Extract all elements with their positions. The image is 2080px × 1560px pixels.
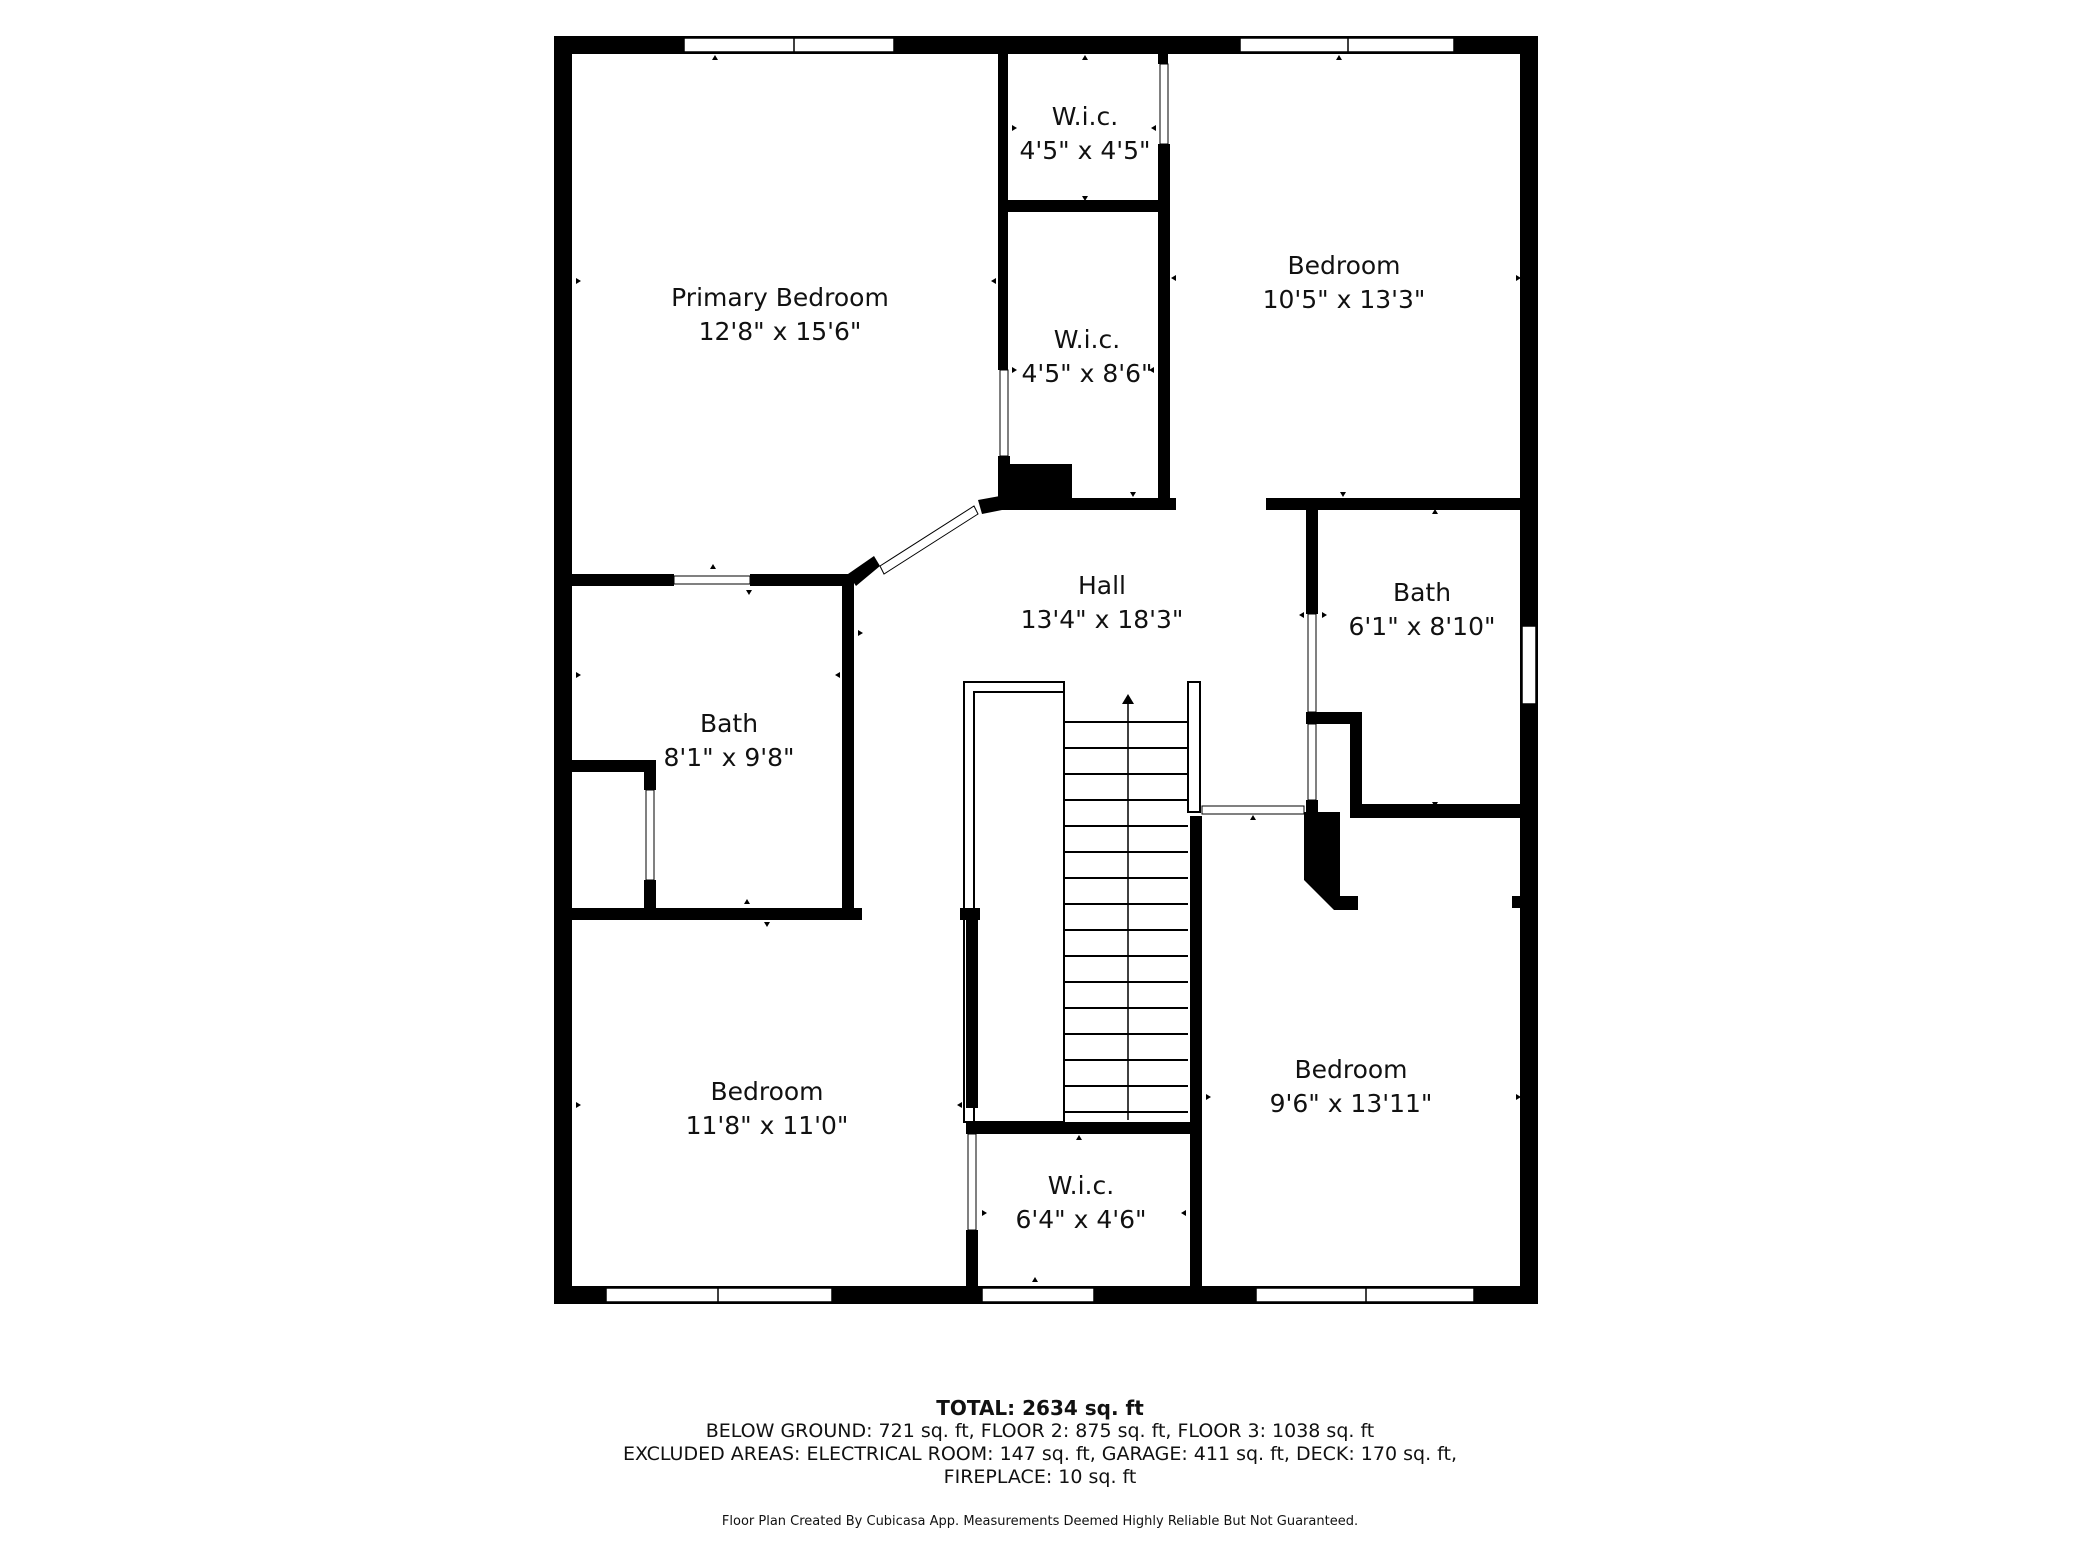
outer-wall-left bbox=[554, 36, 572, 1304]
wic-top-name: W.i.c. bbox=[1052, 102, 1118, 131]
wall bbox=[842, 574, 854, 920]
wall bbox=[1512, 896, 1520, 908]
wall bbox=[966, 908, 978, 1108]
dimension-markers bbox=[576, 55, 1521, 1282]
bath-right-dims: 6'1" x 8'10" bbox=[1349, 612, 1496, 641]
window bbox=[605, 1287, 833, 1303]
wic-bottom-dims: 6'4" x 4'6" bbox=[1015, 1205, 1146, 1234]
bedroom-bottom-right-name: Bedroom bbox=[1294, 1055, 1407, 1084]
doorway bbox=[999, 369, 1009, 457]
window bbox=[1239, 37, 1455, 53]
stair-treads bbox=[1064, 721, 1188, 1113]
stair-landing bbox=[973, 691, 1065, 1123]
room-labels: Primary Bedroom 12'8" x 15'6" W.i.c. 4'5… bbox=[663, 102, 1495, 1234]
stair-direction-arrow bbox=[1122, 694, 1134, 704]
wall bbox=[1004, 200, 1166, 212]
doorway bbox=[1307, 723, 1317, 801]
primary-bedroom-dims: 12'8" x 15'6" bbox=[699, 317, 862, 346]
doorway bbox=[1159, 63, 1169, 145]
doorway bbox=[1307, 613, 1317, 713]
stair-landing-rail bbox=[963, 681, 1065, 1123]
wall bbox=[1350, 712, 1362, 812]
window bbox=[683, 37, 895, 53]
doorway bbox=[967, 1133, 977, 1231]
bedroom-top-right-name: Bedroom bbox=[1287, 251, 1400, 280]
stair-rail-right bbox=[1187, 681, 1201, 813]
wic-top-dims: 4'5" x 4'5" bbox=[1019, 136, 1150, 165]
total-area: TOTAL: 2634 sq. ft bbox=[936, 1396, 1144, 1420]
wall bbox=[572, 760, 656, 772]
stairs bbox=[963, 681, 1201, 1123]
bath-left-dims: 8'1" x 9'8" bbox=[663, 743, 794, 772]
doorway bbox=[879, 505, 979, 575]
floor-areas: BELOW GROUND: 721 sq. ft, FLOOR 2: 875 s… bbox=[705, 1420, 1375, 1442]
doorway bbox=[645, 789, 655, 881]
window bbox=[1521, 625, 1537, 705]
window bbox=[1255, 1287, 1475, 1303]
wall bbox=[1306, 800, 1318, 814]
wic-middle-dims: 4'5" x 8'6" bbox=[1021, 359, 1152, 388]
primary-bedroom-name: Primary Bedroom bbox=[671, 283, 889, 312]
excluded-areas: EXCLUDED AREAS: ELECTRICAL ROOM: 147 sq.… bbox=[623, 1443, 1457, 1465]
wall bbox=[978, 496, 1002, 514]
area-summary: TOTAL: 2634 sq. ft BELOW GROUND: 721 sq.… bbox=[0, 1396, 2080, 1489]
wall bbox=[1306, 712, 1352, 724]
wall bbox=[966, 1122, 1194, 1134]
hall-dims: 13'4" x 18'3" bbox=[1021, 605, 1184, 634]
wall bbox=[998, 54, 1008, 370]
wall bbox=[1266, 498, 1520, 510]
wall bbox=[1304, 812, 1358, 910]
wall bbox=[1190, 816, 1202, 1288]
excluded-areas-continued: FIREPLACE: 10 sq. ft bbox=[943, 1466, 1137, 1488]
wall bbox=[644, 760, 656, 790]
bath-right-name: Bath bbox=[1393, 578, 1451, 607]
wall bbox=[1158, 54, 1168, 64]
window bbox=[981, 1287, 1095, 1303]
hall-name: Hall bbox=[1078, 571, 1126, 600]
closet-block bbox=[998, 464, 1072, 504]
wall bbox=[1306, 504, 1318, 614]
doorway bbox=[1201, 805, 1305, 815]
wall bbox=[848, 556, 880, 586]
doorway bbox=[673, 575, 751, 585]
wall bbox=[1350, 804, 1520, 818]
bedroom-top-right-dims: 10'5" x 13'3" bbox=[1263, 285, 1426, 314]
wall bbox=[966, 1230, 978, 1290]
wall bbox=[750, 574, 854, 586]
wall bbox=[1000, 498, 1176, 510]
wall bbox=[1158, 144, 1170, 502]
door-openings bbox=[645, 63, 1317, 1231]
bath-left-name: Bath bbox=[700, 709, 758, 738]
wic-middle-name: W.i.c. bbox=[1054, 325, 1120, 354]
wic-bottom-name: W.i.c. bbox=[1048, 1171, 1114, 1200]
bedroom-bottom-right-dims: 9'6" x 13'11" bbox=[1270, 1089, 1433, 1118]
bedroom-bottom-left-dims: 11'8" x 11'0" bbox=[686, 1111, 849, 1140]
wall bbox=[572, 574, 674, 586]
bedroom-bottom-left-name: Bedroom bbox=[710, 1077, 823, 1106]
disclaimer: Floor Plan Created By Cubicasa App. Meas… bbox=[721, 1514, 1359, 1529]
wall bbox=[572, 908, 862, 920]
windows bbox=[605, 37, 1537, 1303]
